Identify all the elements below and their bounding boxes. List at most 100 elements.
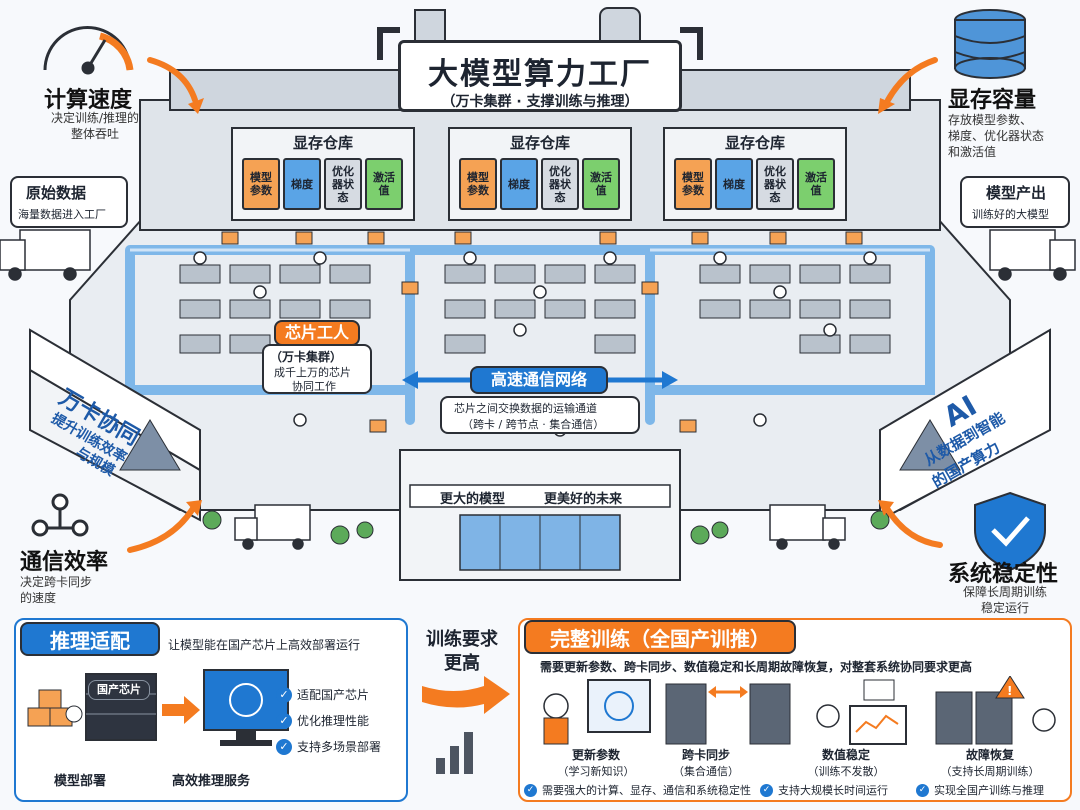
inference-left-caption: 模型部署 — [54, 774, 107, 789]
inference-right-caption: 高效推理服务 — [172, 774, 251, 789]
warehouse-1-title: 显存仓库 — [292, 134, 353, 152]
inference-check-3-text: 支持多场景部署 — [297, 740, 382, 754]
raw-data-desc: 海量数据进入工厂 — [18, 208, 106, 221]
middle-arrow-graphic — [422, 676, 510, 774]
training-step-4-sub: （支持长周期训练） — [940, 765, 1040, 778]
memory-title: 显存容量 — [948, 88, 1037, 113]
inference-check-2: ✓ 优化推理性能 — [276, 712, 369, 729]
factory-sign: 大模型算力工厂 （万卡集群 · 支撑训练与推理） — [398, 40, 682, 112]
chip-workers-sub: （万卡集群） — [270, 350, 343, 364]
training-step-4: 故障恢复 （支持长周期训练） — [920, 746, 1060, 779]
comm-desc: 决定跨卡同步 的速度 — [20, 574, 92, 606]
warehouse-1-slot-3: 优化器状态 — [324, 158, 362, 210]
warehouse-3-slot-3: 优化器状态 — [756, 158, 794, 210]
middle-arrow-line2: 更高 — [444, 653, 480, 674]
speedometer-icon — [43, 26, 134, 75]
training-check-2: ✓ 支持大规模长时间运行 — [760, 782, 888, 798]
check-icon: ✓ — [760, 783, 773, 797]
chip-workers-figures — [193, 251, 877, 437]
chip-workers-card: （万卡集群） 成千上万的芯片 协同工作 — [262, 344, 372, 394]
training-step-2-name: 跨卡同步 — [681, 748, 730, 762]
training-title: 完整训练（全国产训推） — [524, 620, 796, 654]
gate-right-text: 更美好的未来 — [544, 492, 623, 507]
training-step-3: 数值稳定 （训练不发散） — [786, 746, 906, 779]
workstation-cluster-center — [444, 264, 636, 354]
speed-desc-line2: 整体吞吐 — [70, 127, 119, 141]
inference-check-1-text: 适配国产芯片 — [297, 688, 370, 702]
warehouse-3-slot-4: 激活值 — [797, 158, 835, 210]
training-step-2-sub: （集合通信） — [673, 765, 739, 778]
check-icon: ✓ — [524, 783, 537, 797]
inference-desc: 让模型能在国产芯片上高效部署运行 — [168, 638, 361, 652]
gate-left-text: 更大的模型 — [440, 492, 506, 507]
inference-check-3: ✓ 支持多场景部署 — [276, 738, 381, 755]
chip-workers-desc2: 协同工作 — [292, 380, 336, 393]
training-check-3-text: 实现全国产训练与推理 — [934, 784, 1044, 797]
trees — [202, 510, 890, 545]
comm-desc-line2: 的速度 — [20, 591, 57, 605]
database-icon — [954, 9, 1026, 79]
speed-desc: 决定训练/推理的 整体吞吐 — [30, 110, 160, 142]
warehouse-3-title: 显存仓库 — [724, 134, 785, 152]
training-check-1-text: 需要强大的计算、显存、通信和系统稳定性 — [542, 784, 751, 797]
arrow-speed — [147, 57, 198, 103]
training-check-3: ✓ 实现全国产训练与推理 — [916, 782, 1044, 798]
check-icon: ✓ — [916, 783, 929, 797]
stability-title: 系统稳定性 — [948, 562, 1059, 587]
warehouse-1-slot-4: 激活值 — [365, 158, 403, 210]
training-check-1: ✓ 需要强大的计算、显存、通信和系统稳定性 — [524, 782, 751, 798]
raw-data-card: 原始数据 海量数据进入工厂 — [10, 176, 128, 228]
stability-desc-line1: 保障长周期训练 — [962, 585, 1047, 599]
network-nodes-icon — [31, 493, 89, 537]
factory-title: 大模型算力工厂 — [428, 57, 652, 92]
model-output-title: 模型产出 — [986, 184, 1047, 202]
truck-right — [989, 229, 1076, 281]
arrow-comm — [127, 502, 198, 553]
truck-bottom-right — [769, 504, 846, 550]
network-desc2: （跨卡 / 跨节点 · 集合通信） — [462, 418, 605, 431]
training-step-4-name: 故障恢复 — [965, 748, 1014, 762]
inference-title: 推理适配 — [20, 622, 160, 656]
check-icon: ✓ — [276, 686, 292, 703]
check-icon: ✓ — [276, 738, 292, 755]
warehouse-2-slot-2: 梯度 — [500, 158, 538, 210]
training-desc: 需要更新参数、跨卡同步、数值稳定和长周期故障恢复，对整套系统协同要求更高 — [540, 660, 973, 674]
factory-subtitle: （万卡集群 · 支撑训练与推理） — [441, 94, 639, 110]
arrow-stability — [882, 502, 943, 548]
truck-left — [0, 195, 97, 281]
stability-desc: 保障长周期训练 稳定运行 — [940, 584, 1070, 616]
network-title: 高速通信网络 — [470, 366, 608, 394]
arrow-memory — [885, 57, 938, 103]
training-step-3-name: 数值稳定 — [821, 748, 870, 762]
training-step-3-sub: （训练不发散） — [807, 765, 885, 778]
speed-desc-line1: 决定训练/推理的 — [50, 111, 140, 125]
raw-data-title: 原始数据 — [26, 184, 87, 202]
stability-desc-line2: 稳定运行 — [980, 601, 1029, 615]
check-icon: ✓ — [276, 712, 292, 729]
middle-arrow-line1: 训练要求 — [426, 629, 498, 650]
warehouse-2-slot-3: 优化器状态 — [541, 158, 579, 210]
chip-workers-desc1: 成千上万的芯片 — [274, 366, 351, 379]
warehouse-2-slot-1: 模型参数 — [459, 158, 497, 210]
speed-title: 计算速度 — [44, 88, 133, 113]
svg-text:!: ! — [1007, 684, 1012, 698]
middle-arrow-text: 训练要求 更高 — [412, 628, 512, 676]
training-step-2: 跨卡同步 （集合通信） — [646, 746, 766, 779]
inference-check-1: ✓ 适配国产芯片 — [276, 686, 369, 703]
warehouse-3-slot-2: 梯度 — [715, 158, 753, 210]
comm-title: 通信效率 — [20, 550, 109, 575]
model-output-desc: 训练好的大模型 — [972, 208, 1049, 221]
comm-desc-line1: 决定跨卡同步 — [20, 575, 93, 589]
shield-icon — [974, 491, 1046, 572]
inference-check-2-text: 优化推理性能 — [297, 714, 370, 728]
network-desc1: 芯片之间交换数据的运输通道 — [454, 402, 597, 415]
training-step-1-sub: （学习新知识） — [557, 765, 635, 778]
memory-desc-line1: 存放模型参数、 — [948, 113, 1033, 127]
warehouse-1-slot-2: 梯度 — [283, 158, 321, 210]
chip-label: 国产芯片 — [88, 680, 150, 700]
training-step-1-name: 更新参数 — [571, 748, 620, 762]
training-check-2-text: 支持大规模长时间运行 — [778, 784, 888, 797]
network-card: 芯片之间交换数据的运输通道 （跨卡 / 跨节点 · 集合通信） — [440, 396, 640, 434]
truck-bottom-left — [234, 504, 311, 550]
